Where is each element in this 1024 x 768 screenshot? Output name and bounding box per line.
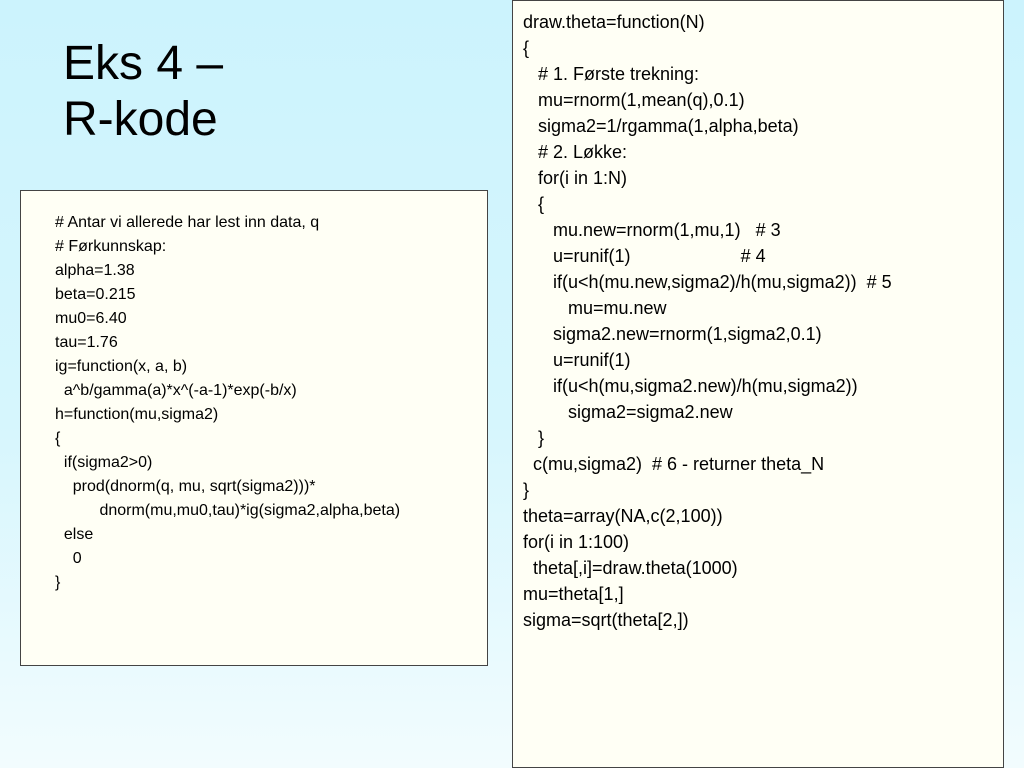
code-line: {	[523, 194, 545, 214]
code-line: 0	[55, 550, 82, 567]
code-line: tau=1.76	[55, 334, 118, 351]
code-line: for(i in 1:N)	[523, 168, 628, 188]
code-line: {	[55, 430, 61, 447]
code-line: u=runif(1)	[523, 350, 631, 370]
code-line: dnorm(mu,mu0,tau)*ig(sigma2,alpha,beta)	[55, 502, 401, 519]
code-line: if(u<h(mu.new,sigma2)/h(mu,sigma2)) # 5	[523, 272, 892, 292]
code-line: ig=function(x, a, b)	[55, 358, 188, 375]
code-line: c(mu,sigma2) # 6 - returner theta_N	[523, 454, 825, 474]
code-line: prod(dnorm(q, mu, sqrt(sigma2)))*	[55, 478, 316, 495]
code-line: mu0=6.40	[55, 310, 127, 327]
code-line: sigma2=1/rgamma(1,alpha,beta)	[523, 116, 799, 136]
code-line: sigma2.new=rnorm(1,sigma2,0.1)	[523, 324, 822, 344]
slide-title-line-1: Eks 4 –	[63, 37, 224, 90]
code-line: for(i in 1:100)	[523, 532, 630, 552]
code-line: mu=mu.new	[523, 298, 667, 318]
code-line: # Antar vi allerede har lest inn data, q	[55, 214, 320, 231]
code-line: }	[523, 480, 530, 500]
code-line: sigma2=sigma2.new	[523, 402, 733, 422]
code-line: alpha=1.38	[55, 262, 135, 279]
code-line: }	[523, 428, 545, 448]
code-line: theta=array(NA,c(2,100))	[523, 506, 723, 526]
slide-title: Eks 4 – R-kode	[63, 36, 223, 148]
code-line: }	[55, 574, 61, 591]
code-line: beta=0.215	[55, 286, 136, 303]
code-line: a^b/gamma(a)*x^(-a-1)*exp(-b/x)	[55, 382, 297, 399]
code-line: sigma=sqrt(theta[2,])	[523, 610, 689, 630]
code-line: if(u<h(mu,sigma2.new)/h(mu,sigma2))	[523, 376, 858, 396]
code-line: h=function(mu,sigma2)	[55, 406, 219, 423]
code-line: mu=theta[1,]	[523, 584, 624, 604]
code-line: mu.new=rnorm(1,mu,1) # 3	[523, 220, 781, 240]
code-line: {	[523, 38, 530, 58]
code-line: # Førkunnskap:	[55, 238, 167, 255]
slide-title-line-2: R-kode	[63, 93, 218, 146]
code-line: draw.theta=function(N)	[523, 12, 705, 32]
code-line: # 2. Løkke:	[523, 142, 628, 162]
code-line: theta[,i]=draw.theta(1000)	[523, 558, 738, 578]
code-line: u=runif(1) # 4	[523, 246, 766, 266]
code-line: mu=rnorm(1,mean(q),0.1)	[523, 90, 745, 110]
prior-code-box: # Antar vi allerede har lest inn data, q…	[20, 190, 488, 666]
sampler-code-box: draw.theta=function(N) { # 1. Første trek…	[512, 0, 1004, 768]
code-line: # 1. Første trekning:	[523, 64, 700, 84]
code-line: if(sigma2>0)	[55, 454, 153, 471]
code-line: else	[55, 526, 94, 543]
